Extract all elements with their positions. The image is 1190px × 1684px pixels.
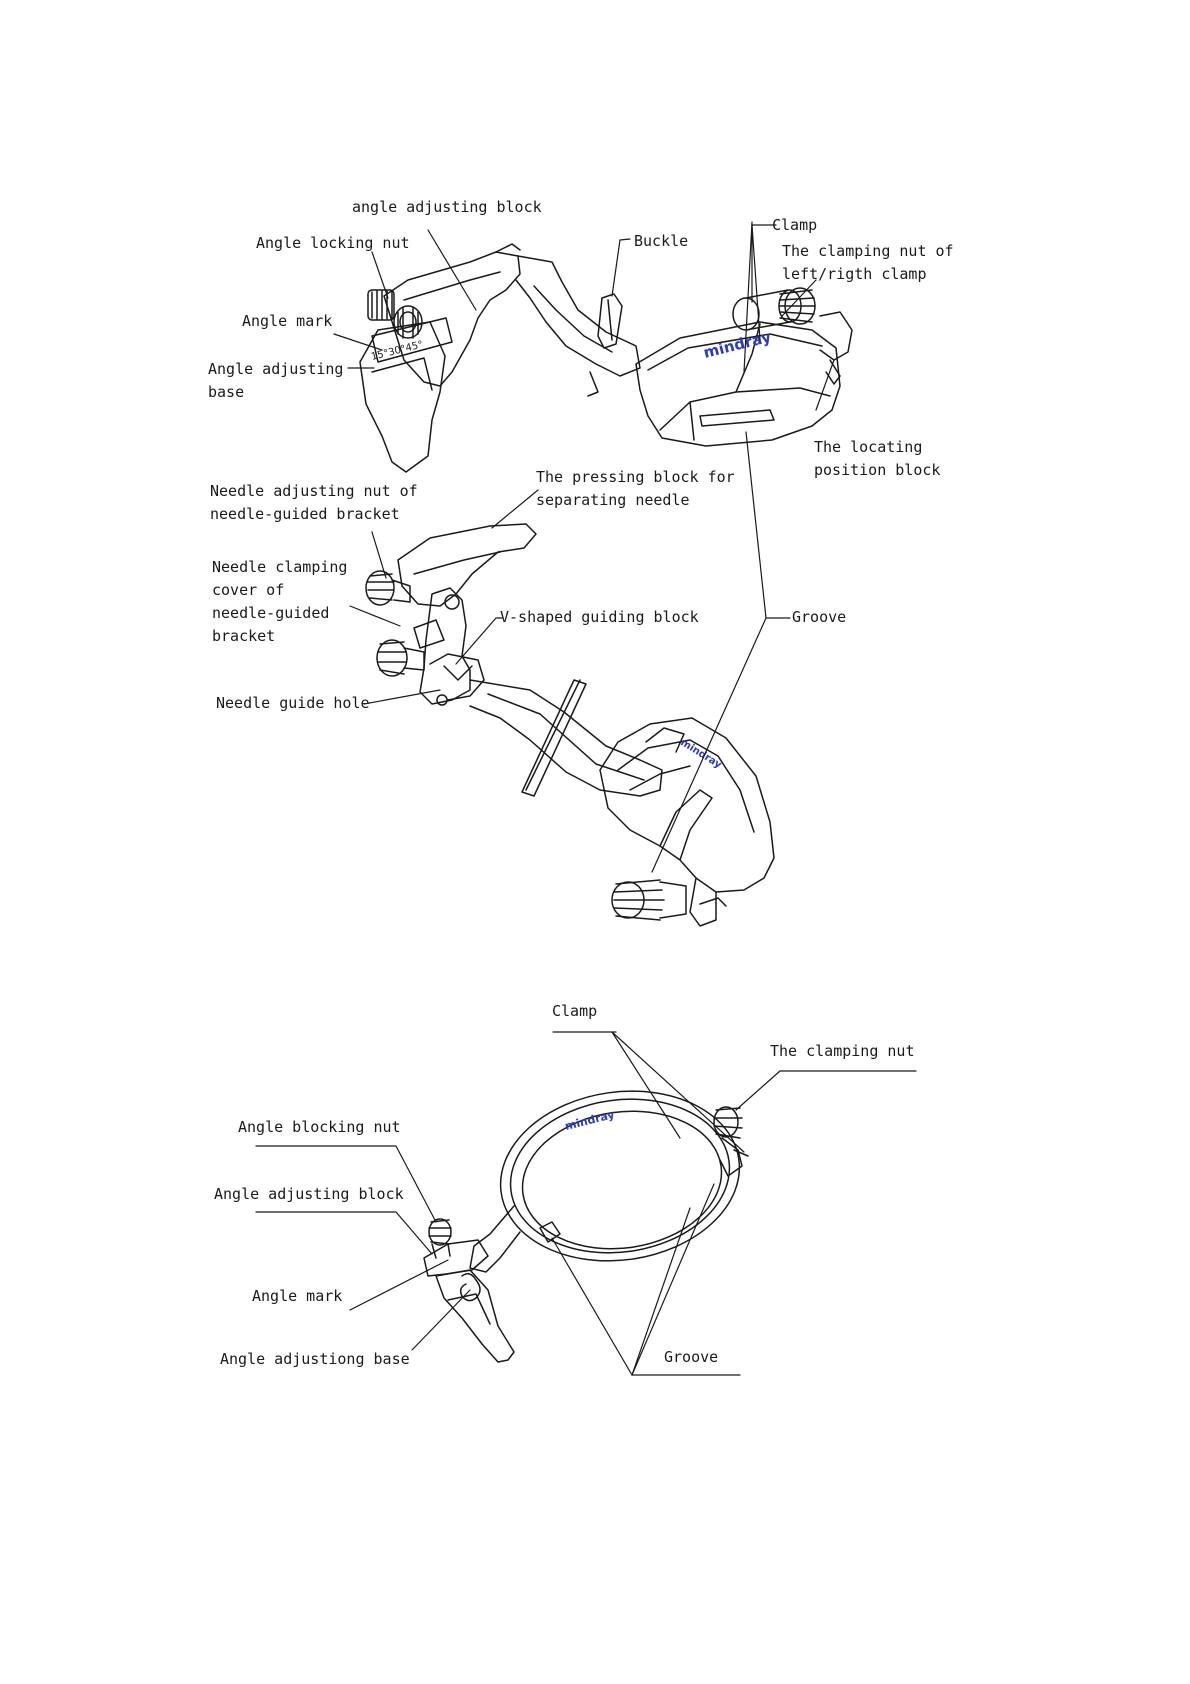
bracket-figure-3: mindray bbox=[255, 1031, 917, 1376]
label-needle-clamping-cover-line2: cover of bbox=[212, 581, 285, 599]
leader-lines-figure-3 bbox=[255, 1031, 917, 1376]
label-angle-adjusting-block-figure-3: Angle adjusting block bbox=[214, 1185, 404, 1203]
leader-lines-figure-1 bbox=[333, 221, 835, 411]
label-needle-adjusting-nut-line2: needle-guided bracket bbox=[210, 505, 400, 523]
label-needle-clamping-cover-line3: needle-guided bbox=[212, 604, 330, 622]
label-clamp: Clamp bbox=[772, 216, 818, 234]
bracket-figure-1: mindray 15°30°45° bbox=[333, 221, 853, 473]
label-clamping-nut-line1: The clamping nut of bbox=[782, 242, 954, 260]
label-groove-figure-2: Groove bbox=[792, 608, 847, 626]
label-angle-blocking-nut: Angle blocking nut bbox=[238, 1118, 401, 1136]
label-buckle: Buckle bbox=[634, 232, 689, 250]
label-needle-clamping-cover-line1: Needle clamping bbox=[212, 558, 348, 576]
mindray-logo-1: mindray bbox=[702, 328, 774, 362]
label-needle-clamping-cover-line4: bracket bbox=[212, 627, 276, 645]
label-pressing-block-line1: The pressing block for bbox=[536, 468, 735, 486]
label-angle-locking-nut: Angle locking nut bbox=[256, 234, 410, 252]
label-clamp-figure-3: Clamp bbox=[552, 1002, 598, 1020]
label-angle-adjusting-base-figure-3: Angle adjustiong base bbox=[220, 1350, 410, 1368]
label-locating-block-line1: The locating bbox=[814, 438, 923, 456]
label-pressing-block-line2: separating needle bbox=[536, 491, 690, 509]
label-angle-mark: Angle mark bbox=[242, 312, 333, 330]
label-clamping-nut-line2: left/rigth clamp bbox=[782, 265, 927, 283]
label-v-shaped-guiding-block: V-shaped guiding block bbox=[500, 608, 699, 626]
label-angle-adjusting-block: angle adjusting block bbox=[352, 198, 542, 216]
label-locating-block-line2: position block bbox=[814, 461, 941, 479]
label-needle-adjusting-nut-line1: Needle adjusting nut of bbox=[210, 482, 418, 500]
label-angle-adjusting-base-line2: base bbox=[208, 383, 245, 401]
label-angle-adjusting-base-line1: Angle adjusting bbox=[208, 360, 344, 378]
mindray-logo-2: mindray bbox=[678, 737, 723, 771]
label-groove-figure-3: Groove bbox=[664, 1348, 719, 1366]
bracket-figure-2: mindray bbox=[349, 431, 791, 927]
label-needle-guide-hole: Needle guide hole bbox=[216, 694, 370, 712]
leader-lines-figure-2 bbox=[349, 431, 791, 873]
label-angle-mark-figure-3: Angle mark bbox=[252, 1287, 343, 1305]
label-clamping-nut-figure-3: The clamping nut bbox=[770, 1042, 915, 1060]
